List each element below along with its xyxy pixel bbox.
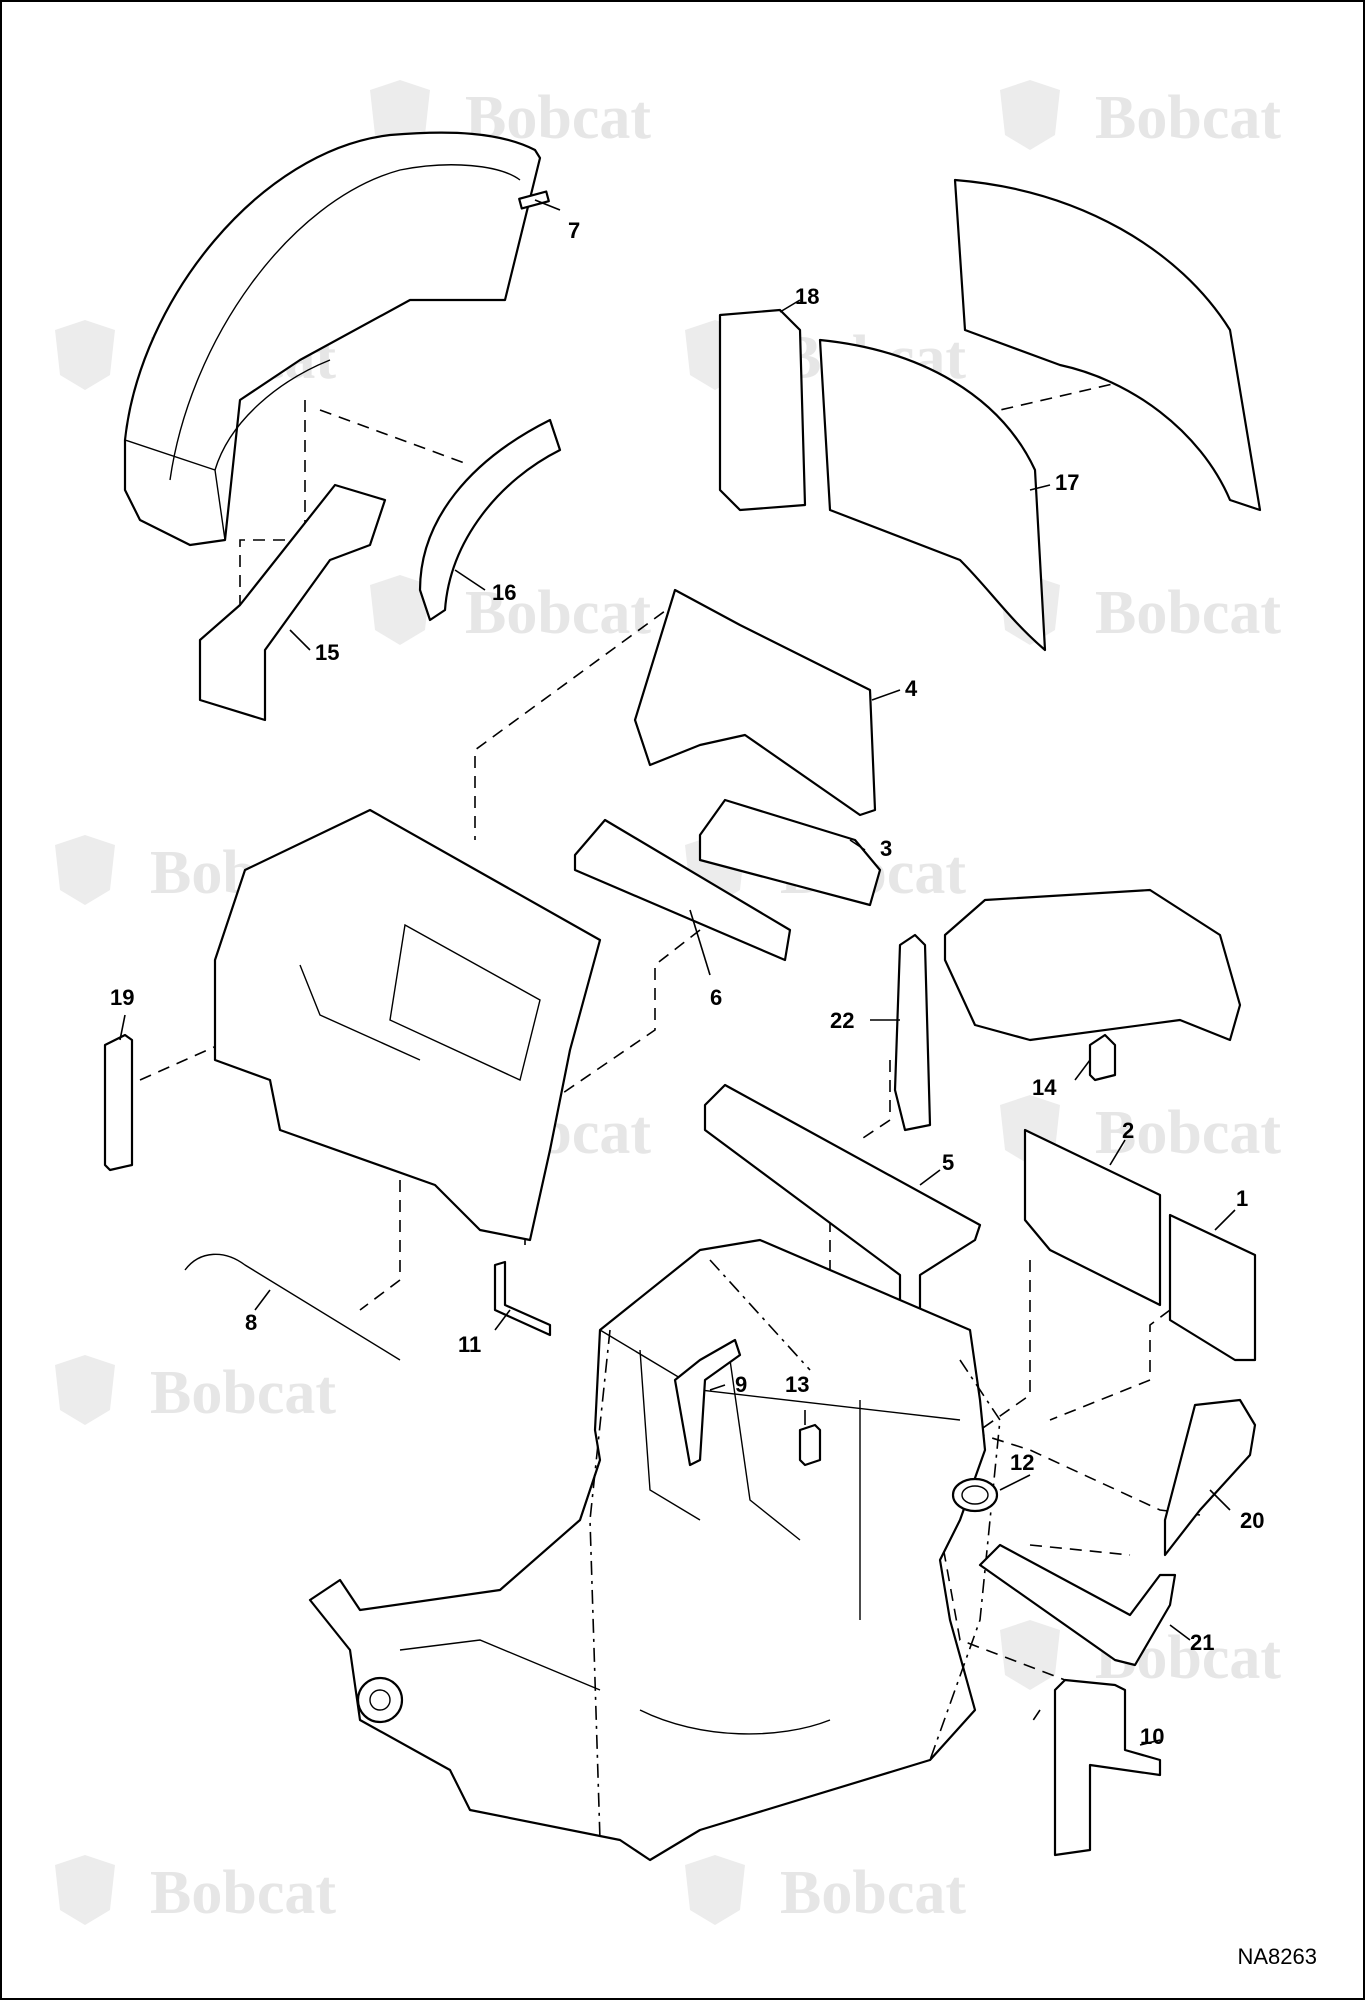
bobcat-logo-icon [55, 320, 115, 390]
callout-5: 5 [942, 1150, 954, 1175]
callout-21: 21 [1190, 1630, 1214, 1655]
part-4-upper-pad [633, 588, 877, 817]
callout-16: 16 [492, 580, 516, 605]
watermark-5: Bobcat [370, 575, 651, 647]
callout-20: 20 [1240, 1508, 1264, 1533]
part-12-grommet [951, 1477, 999, 1513]
watermark-text: Bobcat [150, 1859, 336, 1927]
part-2-panel [1023, 1128, 1162, 1307]
callout-17: 17 [1055, 470, 1079, 495]
drawing-number: NA8263 [1237, 1944, 1317, 1969]
callout-13: 13 [785, 1372, 809, 1397]
callout-4: 4 [905, 676, 918, 701]
callout-12: 12 [1010, 1450, 1034, 1475]
watermark-text: Bobcat [780, 1859, 966, 1927]
watermark-15: Bobcat [55, 1855, 336, 1927]
side-cover-assembly [943, 888, 1242, 1042]
bobcat-logo-icon [1000, 80, 1060, 150]
part-21-angle-foam [978, 1543, 1177, 1667]
callout-pointers [119, 199, 1236, 1746]
callout-1: 1 [1236, 1186, 1248, 1211]
callout-18: 18 [795, 284, 819, 309]
pivot-hole [369, 1689, 391, 1711]
bobcat-logo-icon [55, 835, 115, 905]
callout-19: 19 [110, 985, 134, 1010]
callout-8: 8 [245, 1310, 257, 1335]
part-16-curved-foam [418, 418, 562, 622]
part-7-top-cover [123, 131, 550, 547]
watermark-16: Bobcat [685, 1855, 966, 1927]
part-10-bracket-foam [1053, 1678, 1162, 1857]
callout-10: 10 [1140, 1724, 1164, 1749]
callout-2: 2 [1122, 1118, 1134, 1143]
callout-11: 11 [458, 1332, 481, 1357]
bobcat-logo-icon [1000, 1620, 1060, 1690]
part-1-panel [1168, 1213, 1257, 1362]
callout-15: 15 [315, 640, 339, 665]
part-13-small-block [798, 1423, 822, 1467]
part-14-small-block [1088, 1033, 1117, 1082]
part-20-wedge-foam [1163, 1398, 1257, 1557]
bobcat-logo-icon [370, 575, 430, 645]
bobcat-logo-icon [685, 1855, 745, 1925]
part-5-wide-panel [703, 1083, 982, 1317]
callout-6: 6 [710, 985, 722, 1010]
part-6-strip [573, 818, 792, 962]
callout-9: 9 [735, 1372, 747, 1397]
part-17-headliner-pad [818, 338, 1047, 652]
cab-frame-assembly [213, 808, 602, 1242]
part-19-post-foam [103, 1033, 134, 1172]
part-7-small-clip [518, 190, 550, 210]
watermark-text: Bobcat [1095, 84, 1281, 152]
callout-7: 7 [568, 218, 580, 243]
watermark-2: Bobcat [1000, 80, 1281, 152]
callout-22: 22 [830, 1008, 854, 1033]
rear-panel-assembly [953, 178, 1262, 512]
part-3-block [698, 798, 882, 907]
callout-14: 14 [1032, 1075, 1057, 1100]
part-22-vertical-strip [893, 933, 932, 1132]
part-9-channel [673, 1338, 742, 1467]
watermark-text: Bobcat [1095, 1099, 1281, 1167]
main-chassis-frame [308, 1238, 987, 1862]
part-11-l-bracket [493, 1260, 552, 1337]
bobcat-logo-icon [55, 1355, 115, 1425]
bobcat-logo-icon [55, 1855, 115, 1925]
part-15-l-foam [198, 483, 387, 722]
watermark-text: Bobcat [1095, 579, 1281, 647]
part-18-side-pad [718, 308, 807, 512]
part-8-hose [184, 1253, 401, 1361]
watermark-11: Bobcat [55, 1355, 336, 1427]
watermark-text: Bobcat [150, 1359, 336, 1427]
pivot-boss [356, 1676, 404, 1724]
callout-labels: 7 18 17 16 15 4 3 6 19 22 14 2 5 1 8 11 … [110, 218, 1264, 1749]
callout-3: 3 [880, 836, 892, 861]
watermark-text: Bobcat [465, 579, 651, 647]
